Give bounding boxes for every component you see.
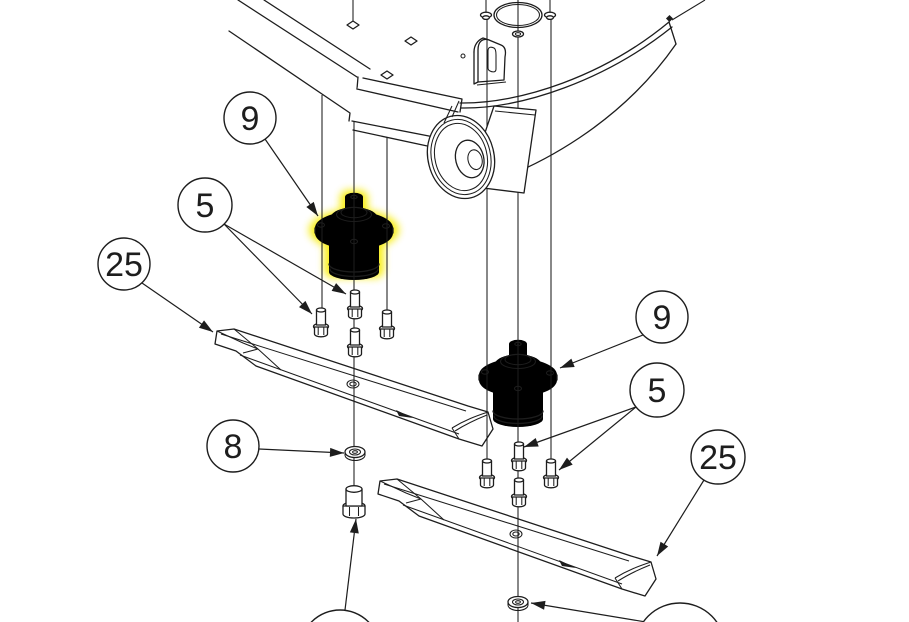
balloon-number: 5: [196, 187, 215, 225]
balloon-circle[interactable]: [690, 429, 746, 485]
frame-rail: [228, 0, 371, 122]
balloon-bottom-right[interactable]: [635, 602, 725, 622]
balloon-circle[interactable]: [629, 362, 685, 418]
balloon-number: 25: [699, 439, 737, 477]
bolt[interactable]: [312, 307, 330, 338]
leader-arrowhead: [331, 283, 346, 294]
balloon-number: 5: [648, 372, 667, 410]
balloon-leader-line: [530, 602, 650, 622]
balloon-number: 9: [241, 100, 260, 138]
leader-arrowhead: [306, 201, 318, 216]
balloon-number: 25: [105, 246, 143, 284]
balloon-circle[interactable]: [635, 602, 725, 622]
leader-arrowhead: [298, 300, 312, 314]
balloon-25-left[interactable]: 25: [97, 237, 151, 291]
balloon-circle[interactable]: [177, 177, 233, 233]
deck-vent-slots: [346, 20, 418, 80]
bolt[interactable]: [378, 309, 396, 340]
balloon-leader-line: [344, 518, 357, 611]
balloon-9-left[interactable]: 9: [223, 91, 277, 145]
spacer-nut[interactable]: [342, 485, 366, 519]
leader-arrowhead: [657, 541, 669, 556]
balloon-leader-line: [264, 138, 319, 217]
idler-pulley[interactable]: [419, 108, 503, 205]
balloon-leader-line: [656, 479, 705, 557]
balloon-circle[interactable]: [635, 290, 689, 344]
leader-arrowhead: [559, 457, 573, 470]
bolt[interactable]: [346, 327, 364, 358]
balloon-number: 9: [653, 299, 672, 337]
balloon-leader-line: [223, 223, 313, 315]
bolt[interactable]: [478, 458, 496, 489]
leader-arrowhead: [329, 447, 344, 457]
balloon-circle[interactable]: [300, 609, 380, 622]
leader-arrowhead: [524, 438, 539, 447]
bolt[interactable]: [510, 477, 528, 508]
balloon-leader-line: [223, 223, 347, 295]
leader-arrowhead: [198, 320, 213, 332]
balloon-bottom-center[interactable]: [300, 609, 380, 622]
spindle-bolts-right[interactable]: [478, 441, 560, 508]
balloon-25-right[interactable]: 25: [690, 429, 746, 485]
callout-balloons: 9 5 25 8 9 5 25: [97, 91, 746, 622]
deck-top-bolts[interactable]: [479, 0, 557, 38]
leader-arrowhead: [531, 600, 546, 610]
balloon-circle[interactable]: [97, 237, 151, 291]
leader-arrowhead: [560, 358, 575, 368]
mower-deck: [228, 0, 706, 189]
balloon-circle[interactable]: [223, 91, 277, 145]
balloon-leader-line: [558, 406, 637, 471]
leader-arrowhead: [349, 519, 359, 534]
seam-marker: [665, 14, 674, 23]
balloon-leader-line: [141, 282, 214, 333]
balloon-leader-line: [523, 406, 637, 448]
balloon-number: 8: [224, 428, 243, 466]
balloon-8[interactable]: 8: [206, 419, 260, 473]
deck-front-lip: [351, 77, 463, 148]
mounting-bracket[interactable]: [473, 37, 507, 86]
balloon-leader-line: [559, 334, 644, 369]
balloon-5-left[interactable]: 5: [177, 177, 233, 233]
bolt[interactable]: [542, 458, 560, 489]
balloon-leader-line: [258, 448, 345, 454]
balloon-9-right[interactable]: 9: [635, 290, 689, 344]
deck-hole: [460, 53, 466, 59]
balloon-5-right[interactable]: 5: [629, 362, 685, 418]
pulley-assembly[interactable]: [419, 100, 537, 206]
lock-washer[interactable]: [344, 445, 366, 462]
balloon-circle[interactable]: [206, 419, 260, 473]
bolt[interactable]: [346, 289, 364, 320]
